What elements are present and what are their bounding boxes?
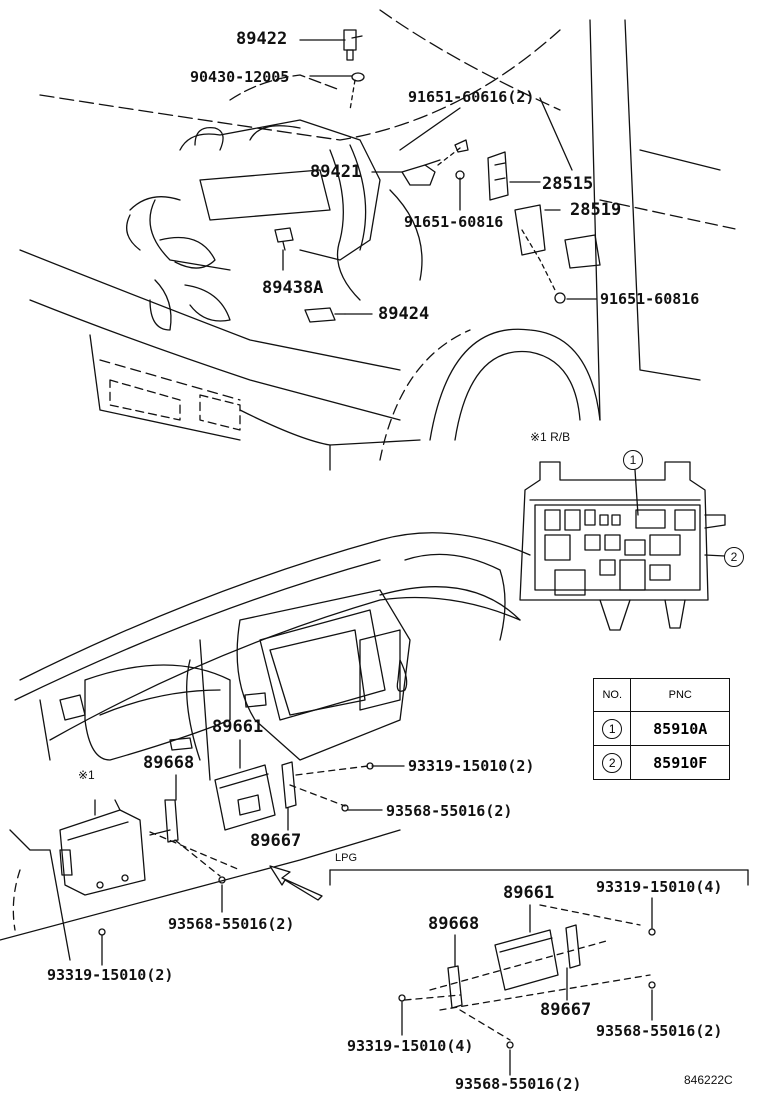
part-89668-a: 89668: [143, 753, 195, 773]
table-row: 2 85910F: [592, 745, 730, 780]
part-89661-b: 89661: [503, 883, 555, 903]
part-93319-15010-c: 93319-15010(4): [596, 878, 723, 896]
part-91651-60616: 91651-60616(2): [408, 88, 535, 106]
row-pnc-1: 85910A: [630, 711, 730, 746]
callout-1: 1: [623, 450, 643, 470]
part-91651-60816-b: 91651-60816: [600, 290, 700, 308]
lpg-leaders: [401, 897, 653, 1076]
part-93319-15010-d: 93319-15010(4): [347, 1037, 474, 1055]
part-93568-55016-d: 93568-55016(2): [455, 1075, 582, 1093]
figure-code: 846222C: [684, 1073, 733, 1087]
part-91651-60816-a: 91651-60816: [404, 213, 504, 231]
lpg-label: LPG: [335, 852, 358, 864]
part-90430-12005: 90430-12005: [190, 68, 290, 86]
header-no: NO.: [592, 678, 632, 712]
part-93568-55016-b: 93568-55016(2): [168, 915, 295, 933]
part-93319-15010-b: 93319-15010(2): [47, 966, 174, 984]
part-89421: 89421: [310, 162, 362, 182]
engine-bay-drawing: [19, 9, 741, 471]
dashboard-leaders: [94, 739, 405, 966]
engine-leaders: [282, 39, 597, 315]
part-89424: 89424: [378, 304, 430, 324]
dashboard-drawing: [0, 532, 531, 961]
part-28515: 28515: [542, 174, 594, 194]
relay-block-drawing: [519, 461, 726, 631]
callout-2: 2: [724, 547, 744, 567]
relay-block-note: ※1 R/B: [530, 430, 571, 444]
part-89667-a: 89667: [250, 831, 302, 851]
part-89438a: 89438A: [262, 278, 324, 298]
part-93319-15010-a: 93319-15010(2): [408, 757, 535, 775]
row-pnc-2: 85910F: [630, 745, 730, 780]
part-89667-b: 89667: [540, 1000, 592, 1020]
row-no-2: 2: [602, 752, 623, 773]
pnc-table: NO. PNC 1 85910A 2 85910F: [592, 678, 730, 780]
part-93568-55016-c: 93568-55016(2): [596, 1022, 723, 1040]
lpg-drawing: [329, 869, 749, 1049]
header-pnc: PNC: [630, 678, 730, 712]
row-no-1: 1: [602, 718, 623, 739]
ecu-note: ※1: [78, 768, 95, 782]
part-89668-b: 89668: [428, 914, 480, 934]
part-89422: 89422: [236, 29, 288, 49]
part-89661-a: 89661: [212, 717, 264, 737]
part-28519: 28519: [570, 200, 622, 220]
part-93568-55016-a: 93568-55016(2): [386, 802, 513, 820]
table-row: 1 85910A: [592, 711, 730, 746]
table-header-row: NO. PNC: [592, 678, 730, 712]
